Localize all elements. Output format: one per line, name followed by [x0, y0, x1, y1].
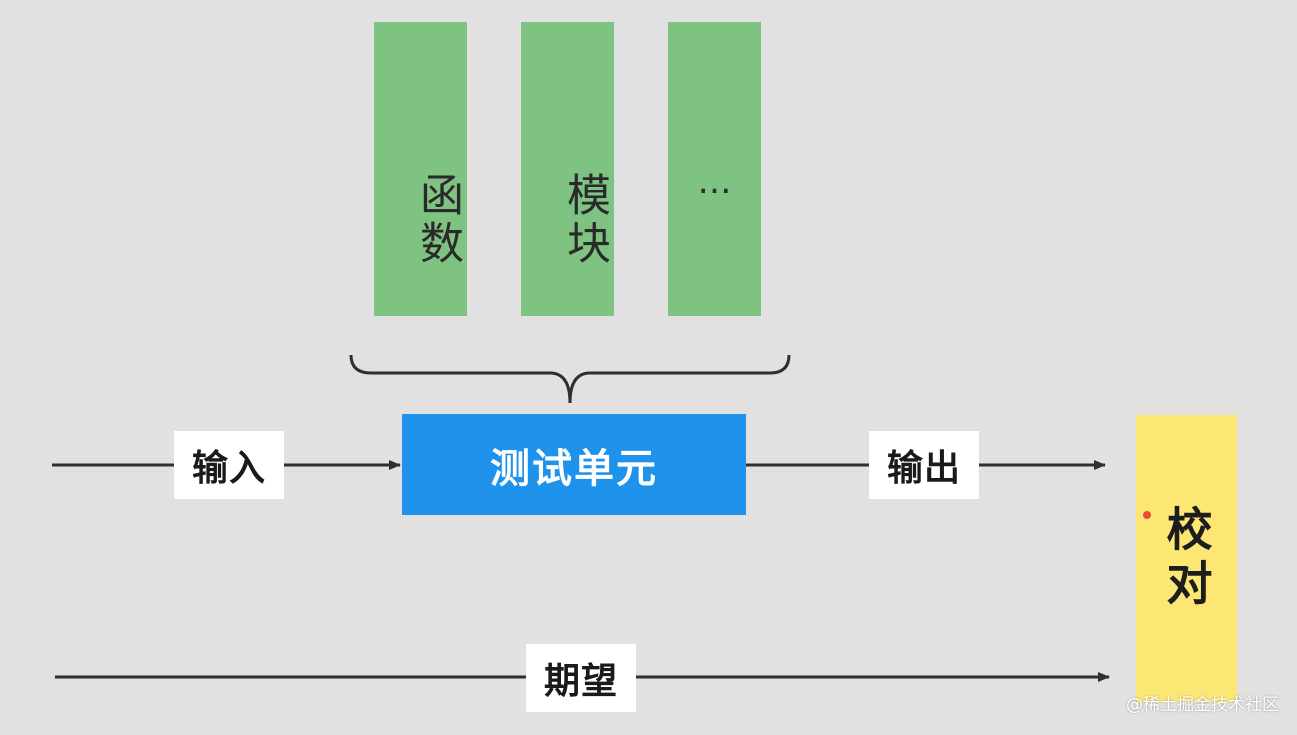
- test-unit-box: 测试单元: [402, 414, 746, 515]
- input-label: 输入: [174, 431, 284, 499]
- verify-box: 校对: [1136, 415, 1237, 702]
- expected-label: 期望: [526, 644, 636, 712]
- unit-module-box: 模块: [521, 22, 614, 316]
- watermark: @稀土掘金技术社区: [1126, 695, 1279, 715]
- unit-more-label: …: [697, 162, 732, 202]
- verify-label: 校对: [1159, 504, 1214, 613]
- unit-function-label: 函数: [412, 171, 463, 268]
- unit-module-label: 模块: [559, 171, 610, 268]
- unit-function-box: 函数: [374, 22, 467, 316]
- test-unit-label: 测试单元: [490, 445, 658, 492]
- pointer-dot-icon: [1143, 511, 1151, 519]
- unit-more-box: …: [668, 22, 761, 316]
- output-label: 输出: [869, 431, 979, 499]
- grouping-brace: [349, 354, 791, 404]
